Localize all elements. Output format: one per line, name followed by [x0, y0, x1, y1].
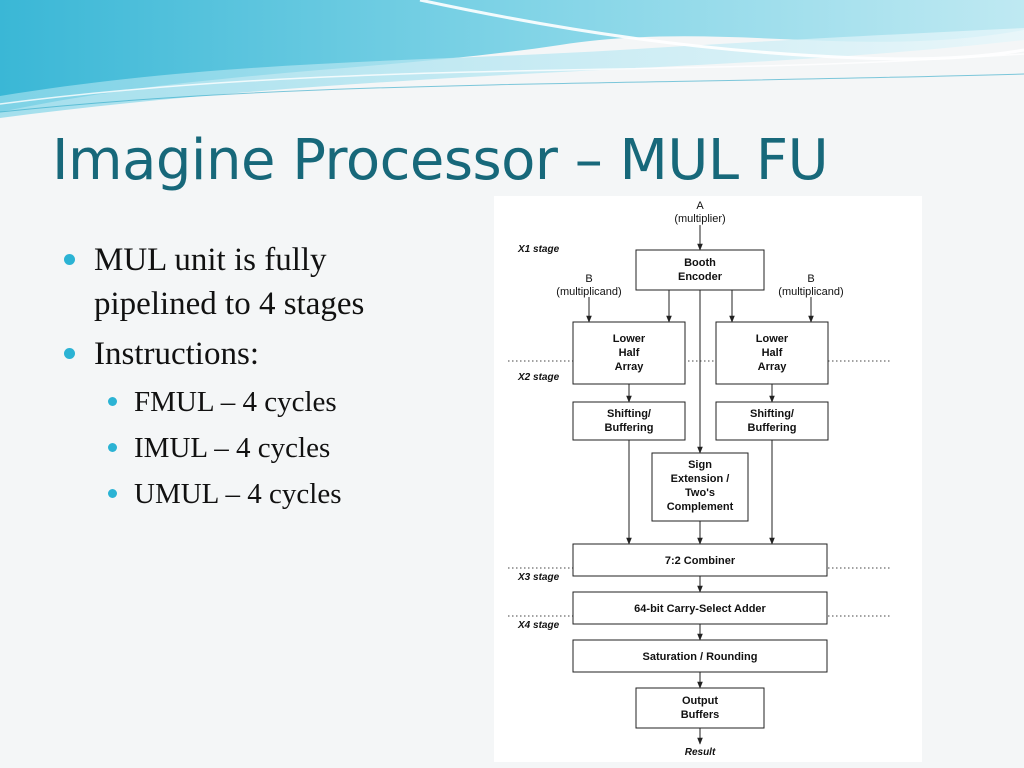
input-b-left-label: B	[585, 273, 592, 285]
lower-half-array-right-label: Half	[762, 347, 783, 359]
shifting-buffering-right-label: Buffering	[748, 422, 797, 434]
diagram-canvas: X1 stage X2 stage X3 stage X4 stage A (m…	[508, 200, 890, 758]
stage-label-x3: X3 stage	[517, 572, 560, 583]
stage-label-x2: X2 stage	[517, 372, 560, 383]
booth-encoder-label: Encoder	[678, 271, 723, 283]
sign-extension-label: Extension /	[671, 473, 730, 485]
bullet-text: MUL unit is fully	[94, 242, 327, 278]
bullet-dot-icon	[108, 397, 117, 406]
sign-extension-label: Sign	[688, 459, 712, 471]
bullet-dot-icon	[64, 254, 75, 265]
bullet-dot-icon	[108, 489, 117, 498]
sub-bullet-text: IMUL – 4 cycles	[134, 432, 331, 464]
bullet-item: MUL unit is fully pipelined to 4 stages	[62, 238, 462, 326]
input-a-sublabel: (multiplier)	[674, 213, 725, 225]
shifting-buffering-left-label: Shifting/	[607, 408, 651, 420]
booth-encoder-box	[635, 249, 765, 291]
bullet-dot-icon	[64, 348, 75, 359]
sub-bullet-text: UMUL – 4 cycles	[134, 478, 342, 510]
combiner-label: 7:2 Combiner	[665, 555, 736, 567]
input-b-right-sublabel: (multiplicand)	[778, 286, 843, 298]
bullet-text: Instructions:	[94, 336, 259, 372]
lower-half-array-left-label: Lower	[613, 333, 646, 345]
booth-encoder-label: Booth	[684, 257, 716, 269]
stage-label-x4: X4 stage	[517, 620, 560, 631]
shifting-buffering-right-label: Shifting/	[750, 408, 794, 420]
output-buffers-label: Output	[682, 695, 718, 707]
sign-extension-box	[651, 452, 749, 522]
input-b-left-sublabel: (multiplicand)	[556, 286, 621, 298]
result-label: Result	[685, 747, 716, 758]
shifting-buffering-left-label: Buffering	[605, 422, 654, 434]
bullet-text-continued: pipelined to 4 stages	[94, 286, 365, 322]
sub-bullet-text: FMUL – 4 cycles	[134, 386, 337, 418]
input-a-label: A	[696, 200, 704, 212]
lower-half-array-left-label: Half	[619, 347, 640, 359]
sign-extension-label: Two's	[685, 487, 715, 499]
bullet-item: Instructions:	[62, 332, 462, 376]
sub-bullet-item: FMUL – 4 cycles	[62, 382, 462, 422]
lower-half-array-right-label: Lower	[756, 333, 789, 345]
lower-half-array-right-label: Array	[758, 361, 788, 373]
lower-half-array-right-box	[715, 321, 829, 385]
lower-half-array-left-label: Array	[615, 361, 645, 373]
bullet-list: MUL unit is fully pipelined to 4 stages …	[62, 238, 462, 514]
saturation-rounding-label: Saturation / Rounding	[643, 651, 758, 663]
sign-extension-label: Complement	[667, 501, 734, 513]
combiner-box	[572, 543, 828, 577]
bullet-dot-icon	[108, 443, 117, 452]
output-buffers-label: Buffers	[681, 709, 720, 721]
saturation-rounding-box	[572, 639, 828, 673]
sub-bullet-item: IMUL – 4 cycles	[62, 428, 462, 468]
slide-title: Imagine Processor – MUL FU	[52, 128, 829, 193]
carry-select-adder-label: 64-bit Carry-Select Adder	[634, 603, 766, 615]
mul-pipeline-diagram: X1 stage X2 stage X3 stage X4 stage A (m…	[494, 196, 922, 762]
stage-label-x1: X1 stage	[517, 244, 560, 255]
shifting-buffering-right-box	[715, 401, 829, 441]
input-b-right-label: B	[807, 273, 814, 285]
output-buffers-box	[635, 687, 765, 729]
lower-half-array-left-box	[572, 321, 686, 385]
header-wave-decoration	[0, 0, 1024, 118]
sub-bullet-item: UMUL – 4 cycles	[62, 474, 462, 514]
